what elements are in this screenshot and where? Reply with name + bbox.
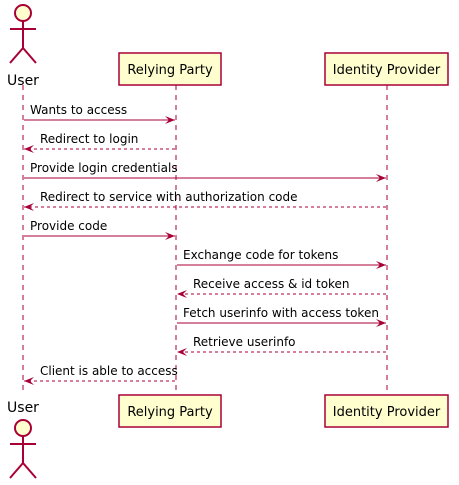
message-label-6: Exchange code for tokens xyxy=(183,248,338,262)
participant-box-top-rp xyxy=(118,52,222,86)
participant-box-top-idp xyxy=(324,52,449,86)
message-label-4: Redirect to service with authorization c… xyxy=(40,190,298,204)
message-label-7: Receive access & id token xyxy=(193,277,350,291)
participant-label-bottom-idp: Identity Provider xyxy=(333,405,441,420)
participant-label-top-rp: Relying Party xyxy=(127,63,213,78)
message-label-10: Client is able to access xyxy=(40,364,178,378)
message-label-8: Fetch userinfo with access token xyxy=(183,306,379,320)
top-user-actor-icon xyxy=(9,4,37,64)
bottom-user-actor-icon xyxy=(9,419,37,479)
message-label-3: Provide login credentials xyxy=(30,161,178,175)
message-label-9: Retrieve userinfo xyxy=(193,335,296,349)
participant-box-bottom-rp xyxy=(118,394,222,428)
message-label-2: Redirect to login xyxy=(40,132,138,146)
message-label-5: Provide code xyxy=(30,219,107,233)
participant-label-top-idp: Identity Provider xyxy=(333,63,441,78)
participant-label-top-user: User xyxy=(7,73,39,89)
message-label-1: Wants to access xyxy=(30,103,127,117)
participant-box-bottom-idp xyxy=(324,394,449,428)
participant-label-bottom-user: User xyxy=(7,400,39,416)
participant-label-bottom-rp: Relying Party xyxy=(127,405,213,420)
